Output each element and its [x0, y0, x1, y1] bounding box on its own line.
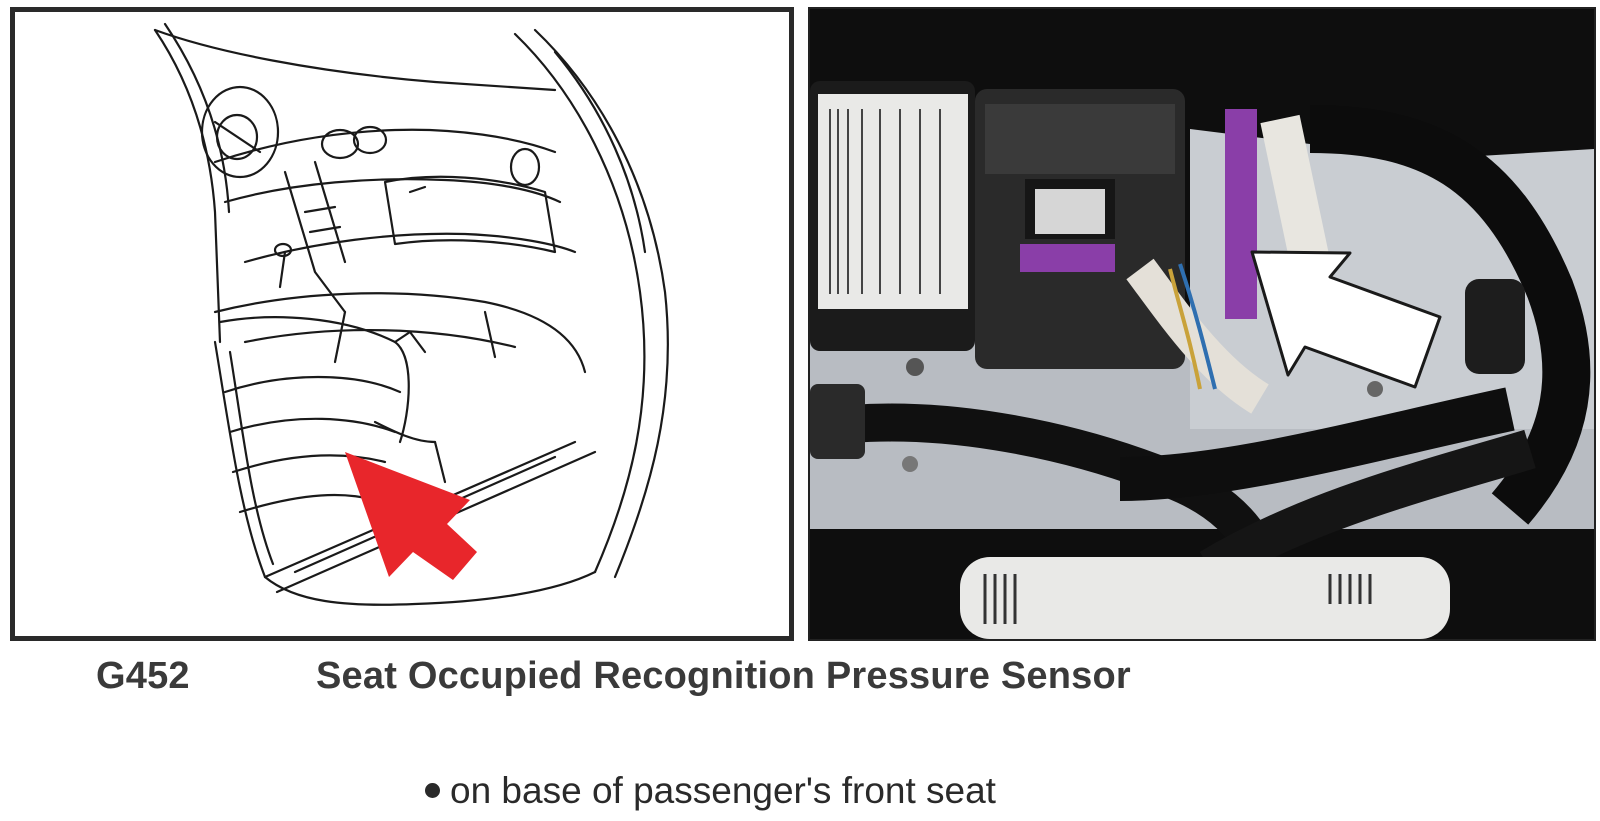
sensor-code: G452 [96, 655, 190, 697]
bullet-icon [425, 782, 440, 798]
car-interior-illustration [10, 7, 794, 641]
location-note-text: on base of passenger's front seat [450, 770, 996, 811]
sensor-photo-drawing [810, 9, 1594, 639]
sensor-name: Seat Occupied Recognition Pressure Senso… [316, 655, 1131, 697]
sensor-photo [808, 7, 1596, 641]
location-note: on base of passenger's front seat [425, 770, 996, 812]
red-arrow-icon [345, 452, 477, 580]
car-interior-drawing [153, 22, 669, 606]
white-arrow-icon [1250, 250, 1442, 389]
